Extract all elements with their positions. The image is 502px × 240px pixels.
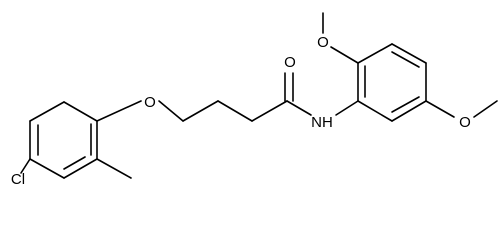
bond-ring2-inner-a	[391, 96, 420, 113]
bond-right-methoxy-b	[473, 100, 498, 118]
bond-ring1-e	[63, 158, 98, 179]
carbonyl-oxygen-label: O	[284, 54, 296, 71]
bond-cl-ring	[20, 158, 31, 174]
bond-ring2-inner-b	[391, 51, 420, 68]
chemical-structure-diagram: O O NH Cl O O	[11, 12, 498, 188]
bond-ring1-b	[29, 101, 65, 122]
bond-ring2-a	[357, 100, 393, 122]
bond-methyl	[96, 158, 132, 179]
bond-ring1-f	[29, 158, 65, 179]
bonds-layer	[20, 12, 498, 179]
bond-ring1-oxygen	[96, 100, 142, 122]
bond-ring2-d	[391, 43, 427, 64]
bond-ring2-e	[357, 43, 393, 64]
bond-carbonyl-nh	[286, 100, 312, 116]
methoxy-oxygen-top-label: O	[317, 34, 329, 51]
bond-ring2-b	[391, 100, 427, 122]
bond-oxygen-chain	[158, 100, 184, 122]
ether-oxygen-label: O	[144, 94, 156, 111]
methoxy-oxygen-right-label: O	[459, 114, 471, 131]
bond-ring1-inner-c	[63, 156, 86, 170]
atom-labels-layer: O O NH Cl O O	[11, 34, 471, 188]
bond-chain-a	[182, 100, 219, 122]
bond-chain-c	[251, 100, 288, 122]
bond-top-methoxy-a	[330, 46, 359, 64]
bond-ring1-c	[63, 101, 98, 122]
chlorine-label: Cl	[11, 171, 25, 188]
amide-nitrogen-label: NH	[311, 114, 333, 131]
bond-chain-b	[217, 100, 253, 122]
bond-right-methoxy-a	[425, 100, 455, 118]
bond-nh-ring2	[335, 100, 359, 116]
